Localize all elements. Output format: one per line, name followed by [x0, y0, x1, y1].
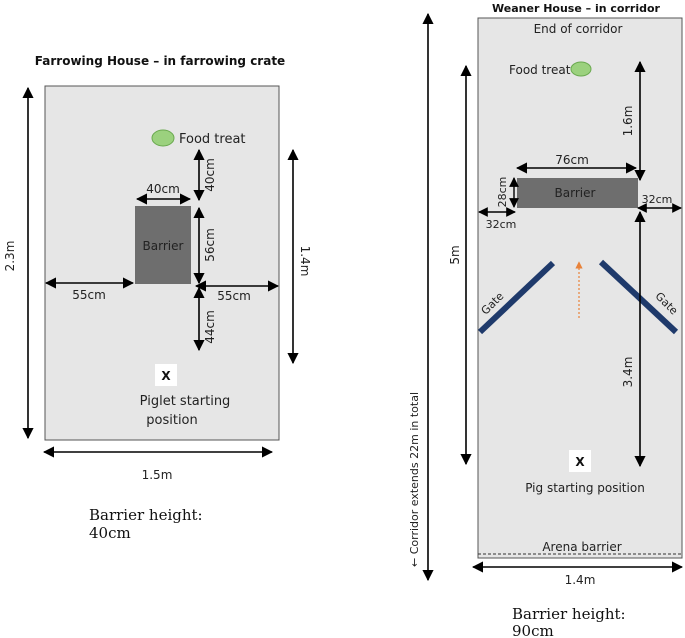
farrowing-note-line2: 40cm — [89, 524, 131, 542]
farrowing-food-treat-label: Food treat — [179, 132, 246, 147]
weaner-barrier — [517, 178, 638, 208]
farrowing-title: Farrowing House – in farrowing crate — [35, 54, 285, 68]
weaner-start-marker: X — [575, 455, 585, 469]
weaner-start-gap-label: 3.4m — [621, 357, 635, 388]
weaner-barrier-width-label: 76cm — [555, 153, 589, 167]
weaner-start-label: Pig starting position — [525, 481, 645, 495]
farrowing-barrier-depth-label: 56cm — [203, 228, 217, 262]
weaner-width-label: 1.4m — [565, 573, 596, 587]
weaner-note-line2: 90cm — [512, 622, 554, 638]
farrowing-barrier-width-label: 40cm — [146, 182, 180, 196]
weaner-end-label: End of corridor — [534, 22, 623, 36]
farrowing-start-marker-box — [155, 364, 177, 386]
farrowing-right-gap-label: 55cm — [217, 289, 251, 303]
weaner-start-marker-box — [569, 450, 591, 472]
farrowing-start-gap-label: 44cm — [203, 310, 217, 344]
weaner-5m-label: 5m — [448, 245, 462, 264]
weaner-food-treat-icon — [570, 61, 592, 77]
weaner-title: Weaner House – in corridor — [492, 2, 660, 15]
weaner-barrier-depth-label: 28cm — [496, 177, 509, 208]
farrowing-barrier — [135, 206, 191, 284]
farrowing-right-span-label: 1.4m — [298, 246, 312, 277]
weaner-left-gap-label: 32cm — [486, 218, 517, 231]
weaner-note-line1: Barrier height: — [512, 605, 626, 623]
weaner-diagram: Weaner House – in corridor End of corrid… — [408, 2, 684, 638]
farrowing-start-marker: X — [161, 369, 171, 383]
farrowing-height-label: 2.3m — [3, 241, 17, 272]
weaner-corridor-note: ← Corridor extends 22m in total — [408, 392, 421, 567]
farrowing-barrier-label: Barrier — [143, 239, 184, 253]
farrowing-treat-gap-label: 40cm — [203, 158, 217, 192]
weaner-food-treat-label: Food treat — [509, 63, 571, 77]
weaner-gate-left — [477, 260, 556, 335]
farrowing-diagram: Farrowing House – in farrowing crate Foo… — [3, 54, 312, 542]
farrowing-start-label-line2: position — [146, 413, 198, 428]
farrowing-start-label-line1: Piglet starting — [140, 394, 231, 409]
weaner-right-gap-label: 32cm — [642, 193, 673, 206]
weaner-corridor — [477, 17, 683, 559]
weaner-arena-label: Arena barrier — [542, 540, 621, 554]
weaner-treat-gap-label: 1.6m — [621, 106, 635, 137]
farrowing-width-label: 1.5m — [142, 468, 173, 482]
farrowing-note-line1: Barrier height: — [89, 506, 203, 524]
farrowing-left-gap-label: 55cm — [72, 288, 106, 302]
farrowing-food-treat-icon — [151, 129, 175, 147]
weaner-barrier-label: Barrier — [555, 186, 596, 200]
